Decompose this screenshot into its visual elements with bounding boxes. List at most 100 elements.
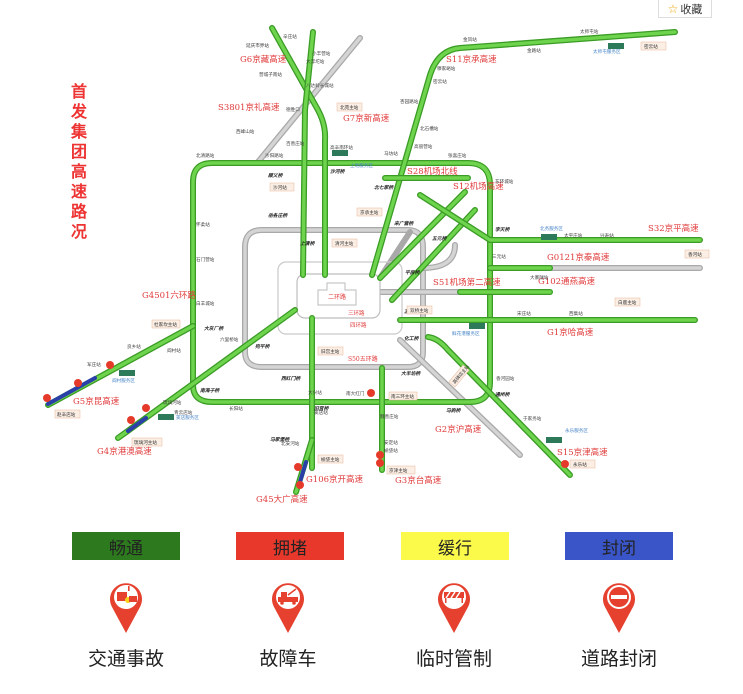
map-label: 上清桥 — [300, 240, 316, 247]
map-label: 长阳站 — [229, 405, 243, 412]
map-label: 杏园路站 — [400, 98, 419, 105]
map-label: 良乡站 — [127, 343, 141, 350]
map-label: 三元站 — [492, 253, 506, 260]
map-label: 窦店服务区 — [176, 414, 199, 421]
map-label: 北清路站 — [196, 152, 215, 159]
label-ring5: S50五环路 — [348, 355, 378, 363]
legend-closed-label: 封闭 — [602, 538, 636, 559]
legend-clear-label: 畅通 — [109, 538, 143, 559]
star-icon: ☆ — [667, 1, 679, 16]
legend-congested-label: 拥堵 — [273, 538, 307, 559]
label-g5: G5京昆高速 — [73, 396, 120, 407]
legend-clear: 畅通 — [72, 532, 180, 560]
map-label: 榆垡主站 — [321, 456, 340, 463]
map-label: 穆家峪站 — [437, 65, 456, 72]
map-label: 德胜口 — [286, 106, 300, 113]
label-g4501: G4501六环路 — [142, 290, 196, 301]
incident-marker[interactable] — [127, 416, 135, 424]
label-s11: S11京承高速 — [446, 54, 497, 65]
map-label: 小丰营站 — [312, 50, 331, 57]
map-title: 首发集团高速路况 — [70, 82, 87, 241]
map-label: 密云站 — [433, 78, 447, 85]
map-label: 北石槽站 — [420, 125, 439, 132]
map-label: 永乐服务区 — [565, 427, 588, 434]
map-label: 杜家坎主站 — [154, 321, 177, 328]
incident-marker[interactable] — [561, 460, 569, 468]
incident-marker[interactable] — [367, 389, 375, 397]
map-label: 马驹桥 — [446, 407, 462, 414]
ring-2 — [317, 282, 357, 306]
map-label: 金凤站 — [463, 36, 477, 43]
map-label: 京承主站 — [360, 209, 379, 216]
label-g3: G3京台高速 — [395, 475, 442, 486]
label-g7: G7京新高速 — [343, 113, 390, 124]
map-label: 阎村服务区 — [112, 377, 135, 384]
incident-marker[interactable] — [142, 404, 150, 412]
collect-button[interactable]: ☆ 收藏 — [658, 0, 712, 18]
incident-marker[interactable] — [296, 481, 304, 489]
map-label: 兴寿站 — [600, 232, 614, 239]
map-label: 北务服务区 — [540, 225, 563, 232]
map-label: 西集站 — [569, 310, 583, 317]
map-label: 来广营桥 — [394, 220, 414, 227]
label-ring4: 四环路 — [350, 321, 367, 329]
label-ring2: 二环路 — [328, 293, 346, 301]
map-label: 北安河站 — [281, 440, 300, 447]
label-g1: G1京哈高速 — [547, 327, 594, 338]
temporary-control-icon — [438, 583, 470, 633]
incident-markers[interactable] — [43, 361, 569, 489]
map-label: 李天桥 — [495, 226, 511, 233]
map-label: 沙河站 — [273, 184, 287, 191]
label-g102: G102通燕高速 — [538, 276, 596, 287]
highway-map[interactable]: .g{fill:none;stroke:#3a9c25;stroke-width… — [0, 0, 743, 520]
service-area-labels: 上地服务区 太师屯服务区 北务服务区 鲜花港服务区 阎村服务区 窦店服务区 永乐… — [112, 43, 624, 443]
map-label: 马坊站 — [384, 150, 398, 157]
map-label: 于家务站 — [523, 415, 542, 422]
label-s28: S28机场北线 — [407, 166, 458, 177]
map-label: 魏善庄站 — [380, 413, 399, 420]
station-labels: 辛庄站 小丰营站 大浮坨站 营城子南站 八达岭长城站 延庆市界站 西峰山站 德胜… — [87, 28, 614, 454]
map-label: 大灰厂桥 — [203, 325, 224, 332]
map-label: 旧宫主站 — [321, 348, 340, 355]
legend-slow-label: 缓行 — [438, 538, 472, 559]
map-label: 平房桥 — [405, 269, 421, 276]
map-label: 琉璃河主站 — [134, 439, 157, 446]
map-label: 白鹿主站 — [618, 299, 637, 306]
map-label: 安定站 — [384, 439, 398, 446]
label-s15: S15京津高速 — [557, 447, 608, 458]
map-label: 香河站 — [688, 251, 702, 258]
incident-marker[interactable] — [376, 451, 384, 459]
map-label: 辛庄站 — [283, 33, 297, 40]
map-label: 京津主站 — [389, 467, 408, 474]
label-s12: S12机场高速 — [453, 181, 504, 192]
map-label: 沙河桥 — [330, 168, 346, 175]
legend-control-label: 临时管制 — [415, 648, 492, 670]
label-s3801: S3801京礼高速 — [218, 102, 280, 113]
legend-slow: 缓行 — [401, 532, 509, 560]
map-label: 永乐站 — [573, 461, 587, 468]
legend-closed: 封闭 — [565, 532, 673, 560]
legend-congested: 拥堵 — [236, 532, 344, 560]
closed-segment — [298, 460, 308, 484]
map-label: 高丽营站 — [414, 143, 433, 150]
map-label: 北苑主站 — [340, 104, 359, 111]
map-label: 宛平桥 — [255, 343, 271, 350]
incident-marker[interactable] — [106, 361, 114, 369]
map-label: 上地服务区 — [350, 162, 373, 169]
map-label: 窦店站 — [314, 409, 328, 416]
map-label: 东环城站 — [495, 178, 514, 185]
map-label: 清河主站 — [335, 240, 354, 247]
map-label: 白羊城站 — [196, 300, 215, 307]
incident-marker[interactable] — [376, 459, 384, 467]
map-label: 百善庄站 — [286, 140, 305, 147]
map-label: 密云站 — [644, 43, 658, 50]
map-label: 马家堡桥 — [270, 436, 290, 443]
incident-marker[interactable] — [43, 394, 51, 402]
map-label: 化工桥 — [404, 335, 420, 342]
map-label: 怀柔站 — [196, 221, 210, 228]
incident-marker[interactable] — [74, 379, 82, 387]
label-s51: S51机场第二高速 — [433, 277, 501, 288]
map-label: 南海子桥 — [200, 387, 220, 394]
incident-marker[interactable] — [294, 463, 302, 471]
map-label: 金路站 — [527, 47, 541, 54]
